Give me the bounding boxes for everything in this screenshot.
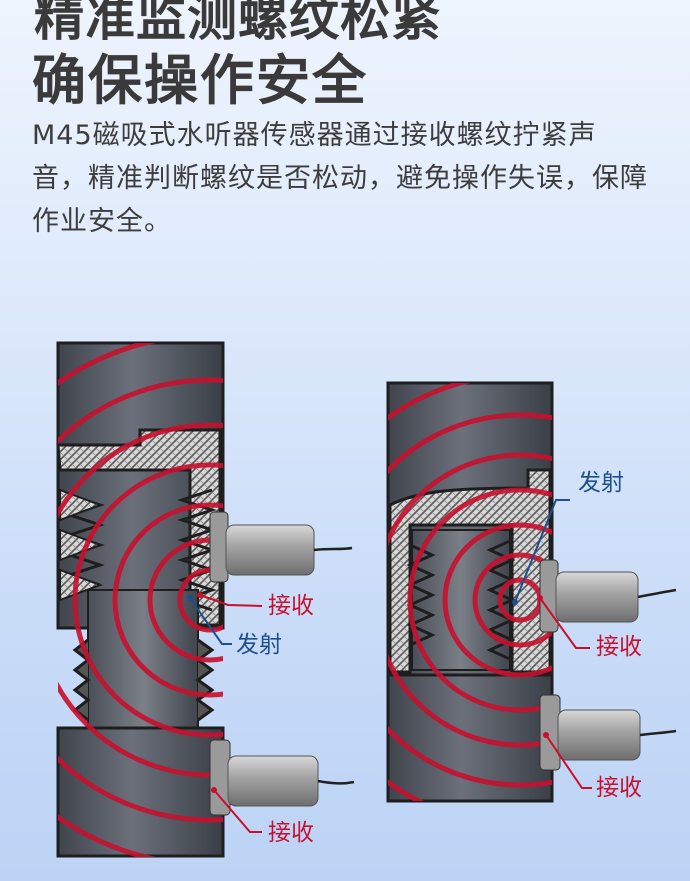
left-assembly <box>56 341 355 858</box>
left-emit-label: 发射 <box>236 632 282 658</box>
right-top-sensor <box>539 559 677 633</box>
left-bottom-sensor <box>209 739 355 816</box>
description-text: M45磁吸式水听器传感器通过接收螺纹拧紧声音，精准判断螺纹是否松动，避免操作失误… <box>32 120 648 237</box>
left-receive-bottom-label: 接收 <box>268 820 314 846</box>
right-receive-top-label: 接收 <box>596 634 642 660</box>
right-bottom-sensor <box>539 694 677 771</box>
title-clipped: 精准监测螺纹松紧 <box>34 0 442 47</box>
right-assembly <box>386 381 677 803</box>
left-receive-top-label: 接收 <box>268 593 314 619</box>
left-top-sensor <box>209 511 353 583</box>
right-receive-bottom-label: 接收 <box>596 775 642 801</box>
page-title: 确保操作安全 <box>32 49 368 112</box>
right-emit-label: 发射 <box>578 470 624 496</box>
